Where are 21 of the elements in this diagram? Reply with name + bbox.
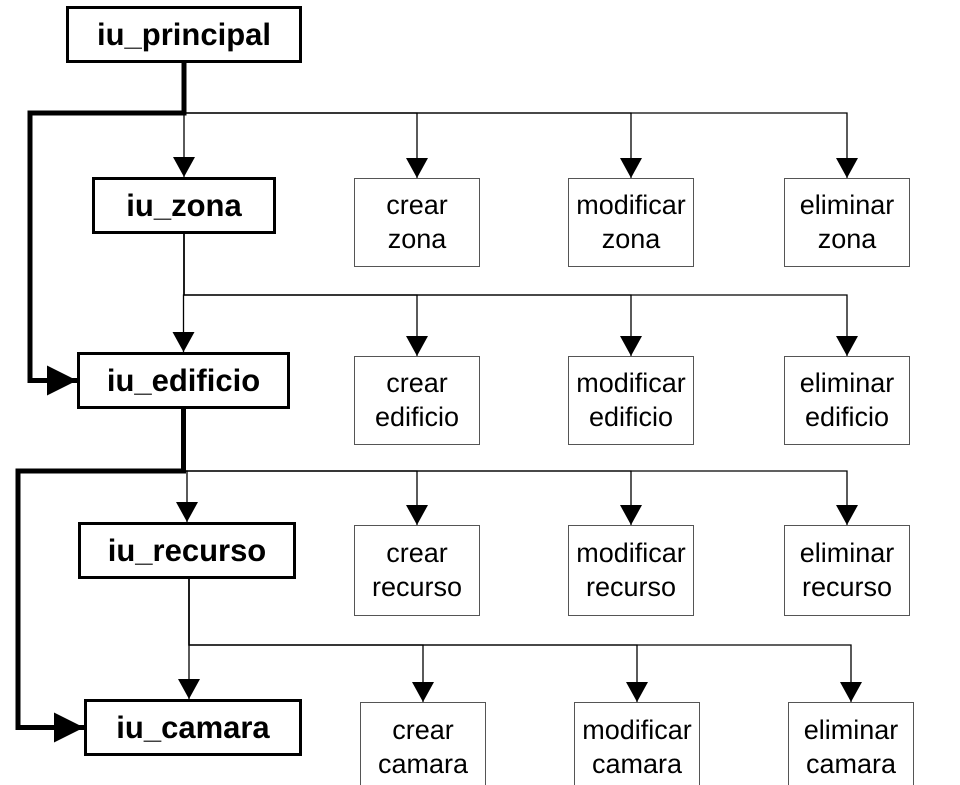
action-box: crear recurso bbox=[354, 525, 480, 616]
action-box: crear edificio bbox=[354, 356, 480, 445]
action-box: modificar edificio bbox=[568, 356, 694, 445]
arrow bbox=[188, 579, 862, 702]
screen-box: iu_zona bbox=[92, 177, 276, 234]
action-box: crear camara bbox=[360, 702, 486, 785]
thick-arrow bbox=[28, 63, 186, 396]
action-box: eliminar recurso bbox=[784, 525, 910, 616]
action-box: modificar zona bbox=[568, 178, 694, 267]
action-box: modificar camara bbox=[574, 702, 700, 785]
arrow bbox=[183, 234, 858, 356]
action-box: eliminar zona bbox=[784, 178, 910, 267]
action-box: modificar recurso bbox=[568, 525, 694, 616]
screen-box: iu_recurso bbox=[78, 522, 296, 579]
screen-box: iu_principal bbox=[66, 6, 302, 63]
screen-box: iu_edificio bbox=[77, 352, 290, 409]
thick-arrow bbox=[16, 409, 186, 742]
screen-box: iu_camara bbox=[84, 699, 302, 756]
action-box: eliminar camara bbox=[788, 702, 914, 785]
action-box: eliminar edificio bbox=[784, 356, 910, 445]
action-box: crear zona bbox=[354, 178, 480, 267]
